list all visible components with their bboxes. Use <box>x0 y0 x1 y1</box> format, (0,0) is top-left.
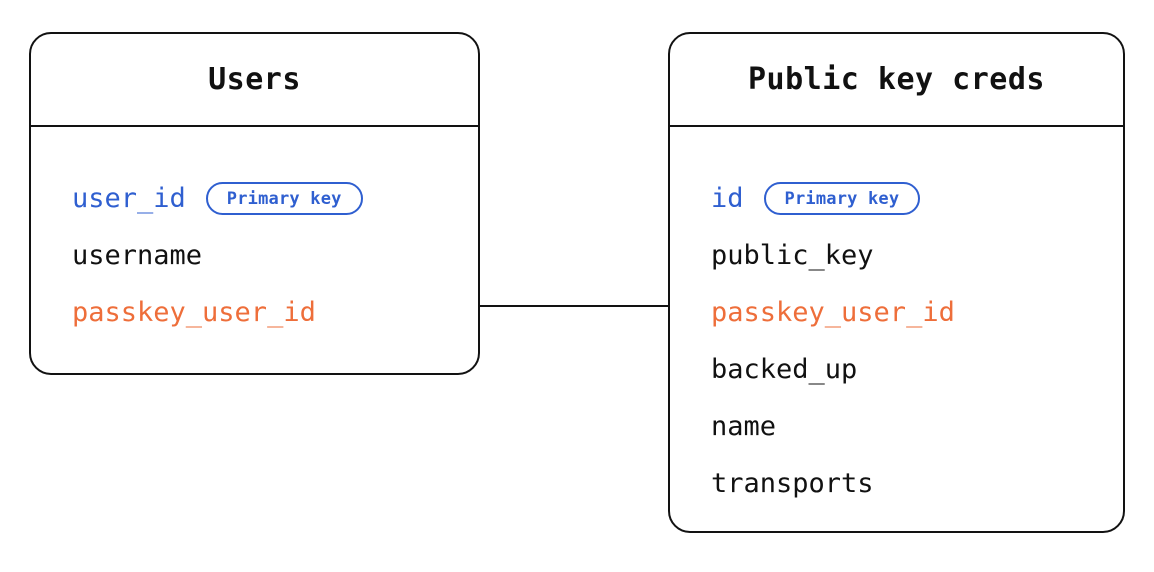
field-row[interactable]: id Primary key <box>670 170 1123 227</box>
field-name-user-id: user_id <box>72 183 186 214</box>
field-row[interactable]: username <box>31 227 478 284</box>
primary-key-badge-label: Primary key <box>226 188 342 209</box>
entity-title: Public key creds <box>748 62 1045 97</box>
entity-title: Users <box>208 62 301 97</box>
field-row[interactable]: user_id Primary key <box>31 170 478 227</box>
entity-header-public-key-creds: Public key creds <box>670 34 1123 127</box>
field-row[interactable]: public_key <box>670 227 1123 284</box>
field-name-passkey-user-id: passkey_user_id <box>711 297 955 328</box>
field-name-public-key: public_key <box>711 240 874 271</box>
primary-key-badge: Primary key <box>763 182 921 215</box>
entity-table-users[interactable]: Users user_id Primary key username passkey_u… <box>29 32 480 375</box>
field-name-backed-up: backed_up <box>711 354 858 385</box>
field-name-id: id <box>711 183 744 214</box>
entity-field-list-users: user_id Primary key username passkey_user_i… <box>31 127 478 373</box>
field-row[interactable]: passkey_user_id <box>31 284 478 341</box>
field-name-transports: transports <box>711 468 874 499</box>
field-row[interactable]: transports <box>670 455 1123 512</box>
primary-key-badge-label: Primary key <box>784 188 900 209</box>
entity-header-users: Users <box>31 34 478 127</box>
field-name-name: name <box>711 411 777 442</box>
field-row[interactable]: passkey_user_id <box>670 284 1123 341</box>
field-name-passkey-user-id: passkey_user_id <box>72 297 316 328</box>
field-row[interactable]: name <box>670 398 1123 455</box>
field-row[interactable]: backed_up <box>670 341 1123 398</box>
primary-key-badge: Primary key <box>205 182 363 215</box>
relationship-connector-users-to-creds <box>480 305 668 307</box>
field-name-username: username <box>72 240 203 271</box>
